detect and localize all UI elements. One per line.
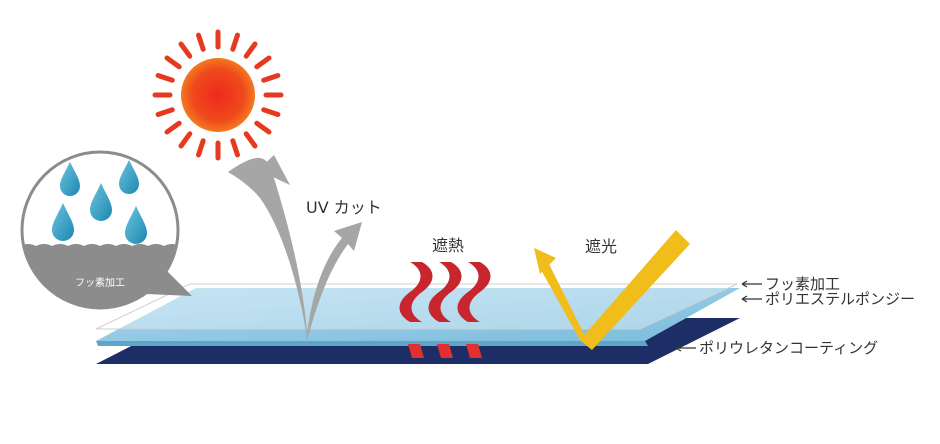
svg-text:ポリウレタンコーティング: ポリウレタンコーティング (699, 339, 878, 357)
sun-ray (155, 73, 175, 83)
heat-stub (437, 344, 453, 358)
sun-ray (155, 107, 175, 117)
sun-rays (152, 29, 284, 161)
sun-ray (164, 55, 182, 70)
sun-ray (243, 131, 258, 149)
sun-ray (178, 41, 193, 59)
light-shield-label: 遮光 (585, 237, 617, 256)
polyester-layer-edge (96, 341, 648, 346)
legend-item-fluorine: フッ素加工 (741, 275, 840, 293)
svg-text:ポリエステルポンジー: ポリエステルポンジー (765, 290, 915, 308)
uv-arrow-icon (228, 155, 362, 344)
heat-wave (428, 262, 462, 322)
sun-ray (230, 138, 240, 158)
sun-ray (254, 120, 272, 135)
uv-cut-label: UV カット (306, 198, 382, 217)
water-drop-icon (125, 206, 147, 244)
svg-text:フッ素加工: フッ素加工 (765, 275, 840, 293)
water-drop-icon (60, 162, 80, 196)
heat-stub (408, 344, 424, 358)
heat-shield-label: 遮熱 (432, 236, 464, 255)
layer-legend: フッ素加工 ポリエステルポンジー ポリウレタンコーティング (675, 275, 915, 357)
sun-ray (196, 32, 206, 52)
heat-wave (457, 262, 491, 322)
water-drop-icon (90, 183, 112, 221)
sun-ray (254, 55, 272, 70)
heat-wave-icon (399, 262, 491, 358)
legend-item-polyurethane: ポリウレタンコーティング (675, 339, 878, 357)
sun-icon (152, 29, 284, 161)
water-drop-icon (52, 203, 74, 241)
sun-ray (196, 138, 206, 158)
sun-ray (230, 32, 240, 52)
inset-label: フッ素加工 (75, 276, 125, 289)
fluorine-layer (95, 283, 738, 330)
sun-ray (261, 73, 281, 83)
heat-wave (399, 262, 433, 322)
heat-stub (466, 344, 482, 358)
sun-ray (261, 107, 281, 117)
sun-ray (243, 41, 258, 59)
legend-item-polyester: ポリエステルポンジー (741, 290, 915, 308)
sun-ray (164, 120, 182, 135)
light-arrow-icon (534, 230, 690, 350)
sun-core (181, 58, 255, 132)
sun-ray (178, 131, 193, 149)
water-repellent-inset: フッ素加工 (20, 150, 192, 310)
water-drop-icon (119, 160, 139, 194)
